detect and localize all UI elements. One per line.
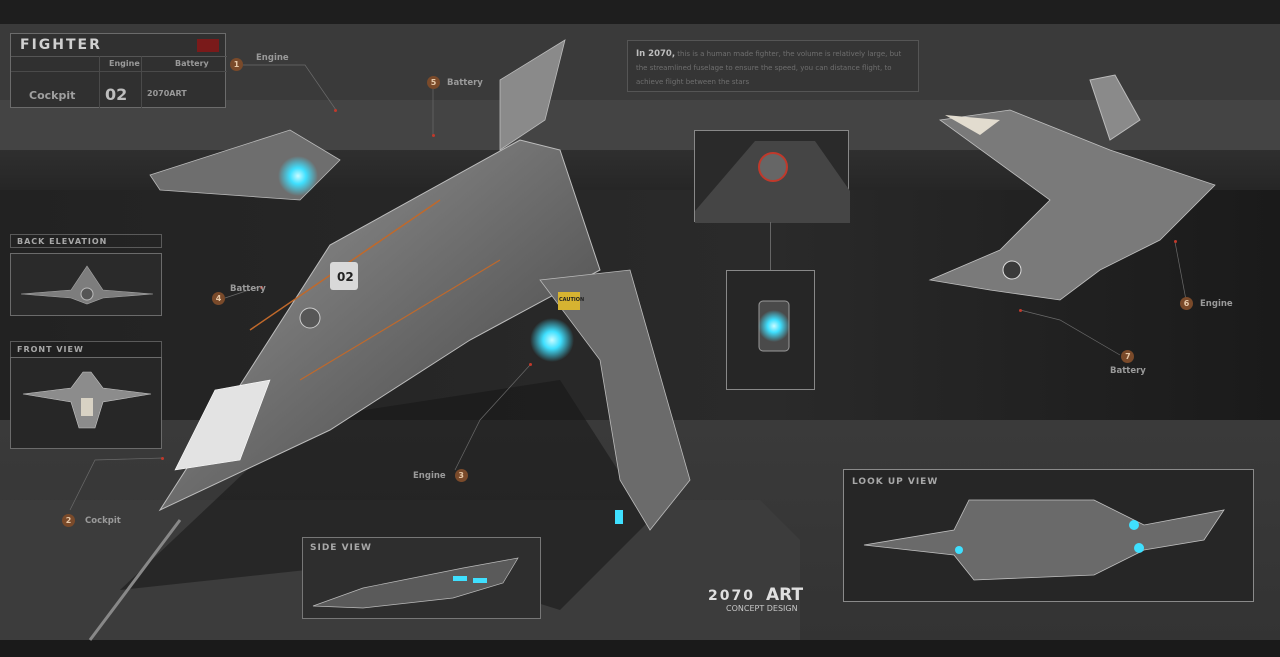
callout-number: 5 — [427, 76, 440, 89]
info-text: this is a human made fighter, the volume… — [636, 50, 902, 86]
callout-label: Battery — [447, 77, 483, 88]
callout-engine-3: Engine 3 — [413, 469, 468, 482]
brand-logo: 2070 ART CONCEPT DESIGN — [708, 585, 803, 615]
spec-table: FIGHTER Engine Battery Cockpit 02 2070AR… — [10, 33, 227, 108]
connector-line — [770, 222, 771, 270]
look-up-view-label: LOOK UP VIEW — [852, 477, 939, 487]
back-elevation-view — [10, 253, 162, 316]
callout-dot-2 — [161, 457, 164, 460]
callout-label: Cockpit — [85, 515, 121, 526]
callout-dot-4 — [260, 286, 263, 289]
detail-crop-cockpit — [694, 130, 850, 223]
callout-number: 6 — [1180, 297, 1193, 310]
callout-cockpit-2: 2 Cockpit — [62, 514, 121, 527]
cockpit-detail-render — [695, 141, 850, 223]
callout-label: Engine — [1200, 298, 1233, 309]
spec-row-divider — [11, 71, 227, 72]
spec-row-cockpit: Cockpit — [29, 89, 76, 102]
callout-battery-4: 4 Battery — [212, 284, 266, 305]
detail-crop-engine — [726, 270, 815, 390]
callout-dot-1 — [334, 109, 337, 112]
front-view-label: FRONT VIEW — [10, 341, 162, 357]
spec-col-battery: Battery — [175, 59, 209, 68]
callout-number: 7 — [1121, 350, 1135, 363]
brand-art: ART — [766, 585, 804, 605]
side-view-label: SIDE VIEW — [310, 543, 372, 553]
side-view-render — [312, 557, 519, 609]
callout-dot-5 — [432, 134, 435, 137]
back-elevation-label: BACK ELEVATION — [10, 234, 162, 248]
callout-dot-6 — [1174, 240, 1177, 243]
info-box: In 2070, this is a human made fighter, t… — [627, 40, 919, 92]
callout-label: Battery — [1110, 366, 1146, 376]
brand-tagline: CONCEPT DESIGN — [726, 604, 798, 613]
callout-battery-7: 7 Battery — [1110, 350, 1146, 376]
callout-number: 3 — [454, 469, 468, 482]
callout-label: Engine — [413, 470, 446, 481]
callout-dot-7 — [1019, 309, 1022, 312]
spec-divider — [11, 56, 227, 57]
engine-detail-render — [758, 300, 790, 352]
look-up-view: LOOK UP VIEW — [843, 469, 1254, 602]
callout-label: Battery — [230, 284, 266, 294]
callout-dot-3 — [529, 363, 532, 366]
callout-number: 1 — [230, 58, 243, 71]
callout-engine-6: 6 Engine — [1180, 297, 1233, 310]
spec-title: FIGHTER — [20, 37, 102, 53]
brand-number: 2070 — [708, 588, 755, 604]
spec-vline-1 — [99, 56, 100, 108]
callout-number: 2 — [62, 514, 75, 527]
callout-label: Engine — [256, 53, 289, 63]
callout-number: 4 — [212, 292, 225, 305]
red-tag — [197, 39, 219, 52]
spec-row-value: 02 — [105, 85, 128, 104]
info-lead: In 2070, — [636, 49, 676, 59]
spec-vline-2 — [141, 56, 142, 108]
front-view — [10, 357, 162, 449]
look-up-render — [863, 499, 1225, 581]
callout-battery-5: 5 Battery — [427, 76, 483, 89]
spec-brand: 2070ART — [147, 89, 187, 98]
callout-engine-1: 1 Engine — [230, 53, 289, 71]
spec-col-engine: Engine — [109, 59, 140, 68]
caution-sticker: CAUTION — [559, 297, 585, 303]
back-elevation-render — [20, 265, 154, 305]
ship-number: 02 — [337, 270, 354, 284]
side-view: SIDE VIEW — [302, 537, 541, 619]
front-view-render — [22, 371, 152, 429]
